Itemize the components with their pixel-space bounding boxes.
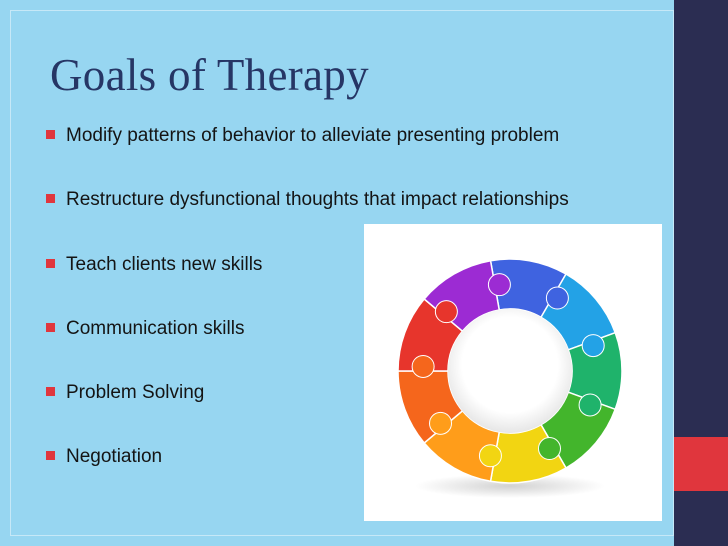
bullet-item: Problem Solving [46,382,204,404]
bullet-text: Communication skills [66,318,245,339]
bullet-marker-icon [46,387,55,396]
ring-tab [578,393,602,417]
bullet-marker-icon [46,194,55,203]
slide-frame [10,10,674,536]
ring-tabs [411,273,605,468]
puzzle-ring-icon [397,258,623,498]
bullet-item: Modify patterns of behavior to alleviate… [46,125,559,147]
bullet-text: Teach clients new skills [66,254,263,275]
ring-tab [434,300,458,324]
bullet-marker-icon [46,451,55,460]
bullet-text: Modify patterns of behavior to alleviate… [66,125,560,146]
ring-tab [478,444,502,468]
ring-tab [537,437,561,461]
ring-tab [487,273,511,297]
side-accent-block [674,437,728,491]
ring-shadow [415,474,605,498]
ring-hole [448,309,572,433]
puzzle-ring-image [364,224,662,521]
bullet-marker-icon [46,323,55,332]
ring-tab [429,411,453,435]
ring-tab [411,354,435,378]
bullet-text: Negotiation [66,446,163,467]
bullet-marker-icon [46,259,55,268]
bullet-item: Restructure dysfunctional thoughts that … [46,189,569,211]
bullet-item: Teach clients new skills [46,254,262,276]
bullet-text: Problem Solving [66,382,205,403]
bullet-marker-icon [46,130,55,139]
slide-title: Goals of Therapy [50,50,369,100]
bullet-item: Communication skills [46,318,244,340]
ring-tab [581,334,605,358]
bullet-item: Negotiation [46,446,162,468]
bullet-text: Restructure dysfunctional thoughts that … [66,189,569,210]
ring-tab [545,286,569,310]
